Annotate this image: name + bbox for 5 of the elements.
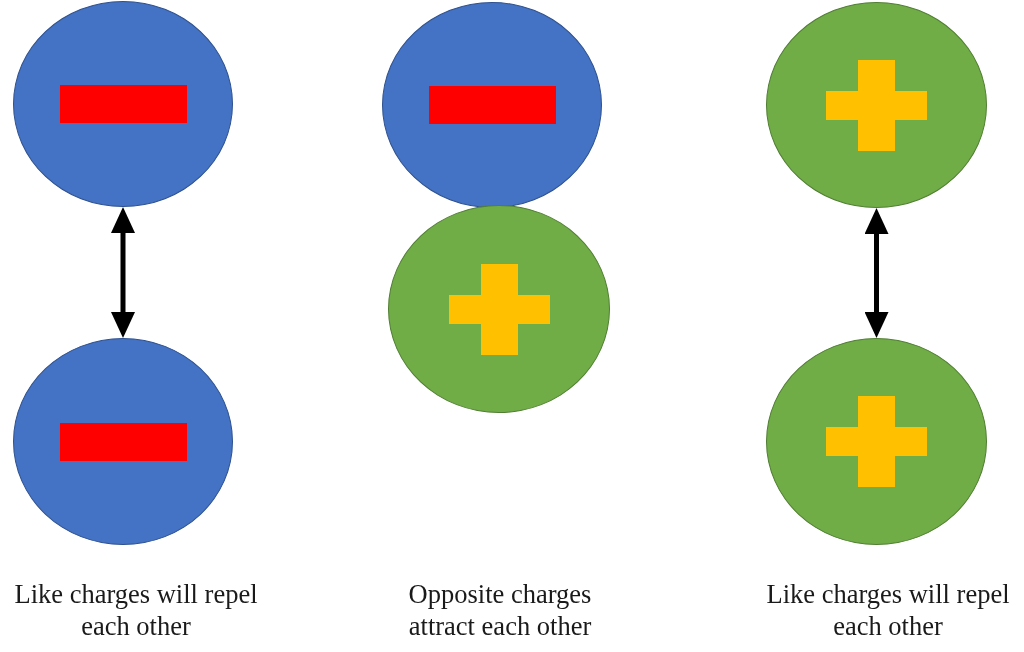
double-arrow [111,207,135,338]
caption: Opposite charges attract each other [407,578,593,642]
double-arrow [864,208,889,338]
caption: Like charges will repel each other [13,578,259,642]
caption: Like charges will repel each other [765,578,1011,642]
